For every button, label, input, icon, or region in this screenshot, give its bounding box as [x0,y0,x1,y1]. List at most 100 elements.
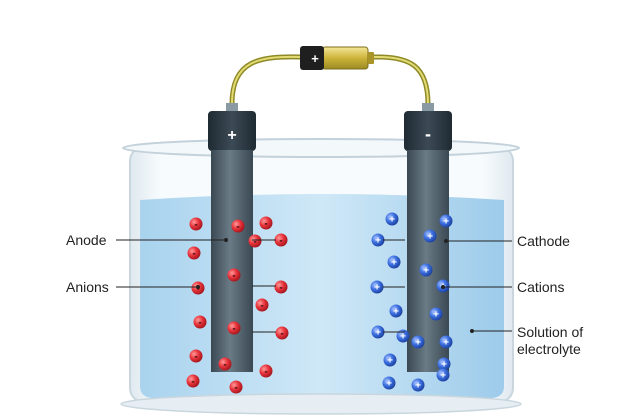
anion-ion: - [275,326,289,340]
cation-ion-ball [436,368,450,382]
cathode-electrode: - [404,103,452,372]
anion-ion-ball [218,357,232,371]
anion-ion-ball [193,315,207,329]
anion-ion: - [189,217,203,231]
cation-ion-sign: + [427,232,433,243]
anion-ion-ball [189,217,203,231]
anion-ion-ball [227,268,241,282]
anion-ion-sign: - [198,318,201,329]
cation-ion: + [387,255,401,269]
cation-ion-ball [371,233,385,247]
anion-ion: - [189,349,203,363]
anion-ion: - [274,280,288,294]
cation-ion-ball [411,335,425,349]
anion-ion-ball [274,233,288,247]
cation-ion-ball [387,255,401,269]
cation-ion-sign: + [374,283,380,294]
wire [229,54,431,107]
wire-left [229,54,303,107]
label-cations: Cations [517,279,565,295]
cation-ion: + [429,307,443,321]
cation-ion-sign: + [391,258,397,269]
cation-ion-ball [383,353,397,367]
anion-ion: - [227,268,241,282]
anion-ion-ball [231,219,245,233]
anion-ion: - [248,234,262,248]
anion-ion: - [227,321,241,335]
cation-ion: + [389,304,403,318]
anion-ion-ball [255,298,269,312]
cation-ion-ball [429,307,443,321]
battery-body [321,46,369,70]
anode-cap [208,111,256,151]
anion-ion-ball [227,321,241,335]
callout-line-cations-dot [441,285,445,289]
cation-ion-sign: + [393,307,399,318]
battery-negative-end [300,46,324,70]
anion-ion-sign: - [279,283,282,294]
cation-ion-ball [396,329,410,343]
battery: + [300,46,374,70]
anion-ion-sign: - [194,220,197,231]
anion-ion: - [255,298,269,312]
cation-ion-sign: + [375,328,381,339]
wire-right [371,54,431,107]
callout-line-anode-dot [224,238,228,242]
callout-lines [116,238,512,333]
cation-ion-sign: + [423,266,429,277]
cation-ion: + [439,214,453,228]
cathode-rod [407,150,449,372]
cation-ion-sign: + [415,338,421,349]
cation-ion: + [419,263,433,277]
cation-ion: + [423,229,437,243]
anode-sign: + [227,127,236,144]
anion-ion-sign: - [194,352,197,363]
cation-ion-ball [423,229,437,243]
beaker-base [120,393,522,415]
cation-ion-ball [411,378,425,392]
anion-ion-sign: - [264,219,267,230]
anode-terminal [226,103,238,112]
ions-layer: ------------------+++++++++++++++++++ [186,212,453,394]
cathode-terminal [422,103,434,112]
anion-ion-sign: - [232,271,235,282]
cation-ion-ball [385,212,399,226]
cathode-cap [404,111,452,151]
anion-ion-sign: - [223,360,226,371]
anion-ion: - [259,216,273,230]
cation-ion-sign: + [375,236,381,247]
anion-ion-sign: - [253,237,256,248]
callout-line-cathode-dot [444,239,448,243]
cation-ion-sign: + [441,360,447,371]
cation-ion: + [411,335,425,349]
anion-ion-sign: - [279,236,282,247]
anion-ion-sign: - [260,301,263,312]
cation-ion-ball [389,304,403,318]
cation-ion-sign: + [387,356,393,367]
anion-ion: - [259,364,273,378]
anion-ion: - [187,246,201,260]
anion-ion-ball [229,380,243,394]
anion-ion-ball [189,349,203,363]
anion-ion-sign: - [234,383,237,394]
cation-ion: + [370,280,384,294]
callout-line-anions-dot [196,285,200,289]
cation-ion-sign: + [440,371,446,382]
anion-ion-sign: - [191,377,194,388]
cation-ion-ball [419,263,433,277]
anion-ion-sign: - [280,329,283,340]
cation-ion-ball [439,214,453,228]
anion-ion-sign: - [236,222,239,233]
wire-right-shine [373,55,429,105]
anion-ion-ball [274,280,288,294]
cation-ion: + [396,329,410,343]
cation-ion: + [411,378,425,392]
battery-terminal [368,52,374,64]
anion-ion: - [193,315,207,329]
cation-ion: + [382,376,396,390]
cation-ion-ball [439,335,453,349]
anion-ion-sign: - [192,249,195,260]
cathode-sign: - [425,124,431,144]
anion-ion: - [218,357,232,371]
